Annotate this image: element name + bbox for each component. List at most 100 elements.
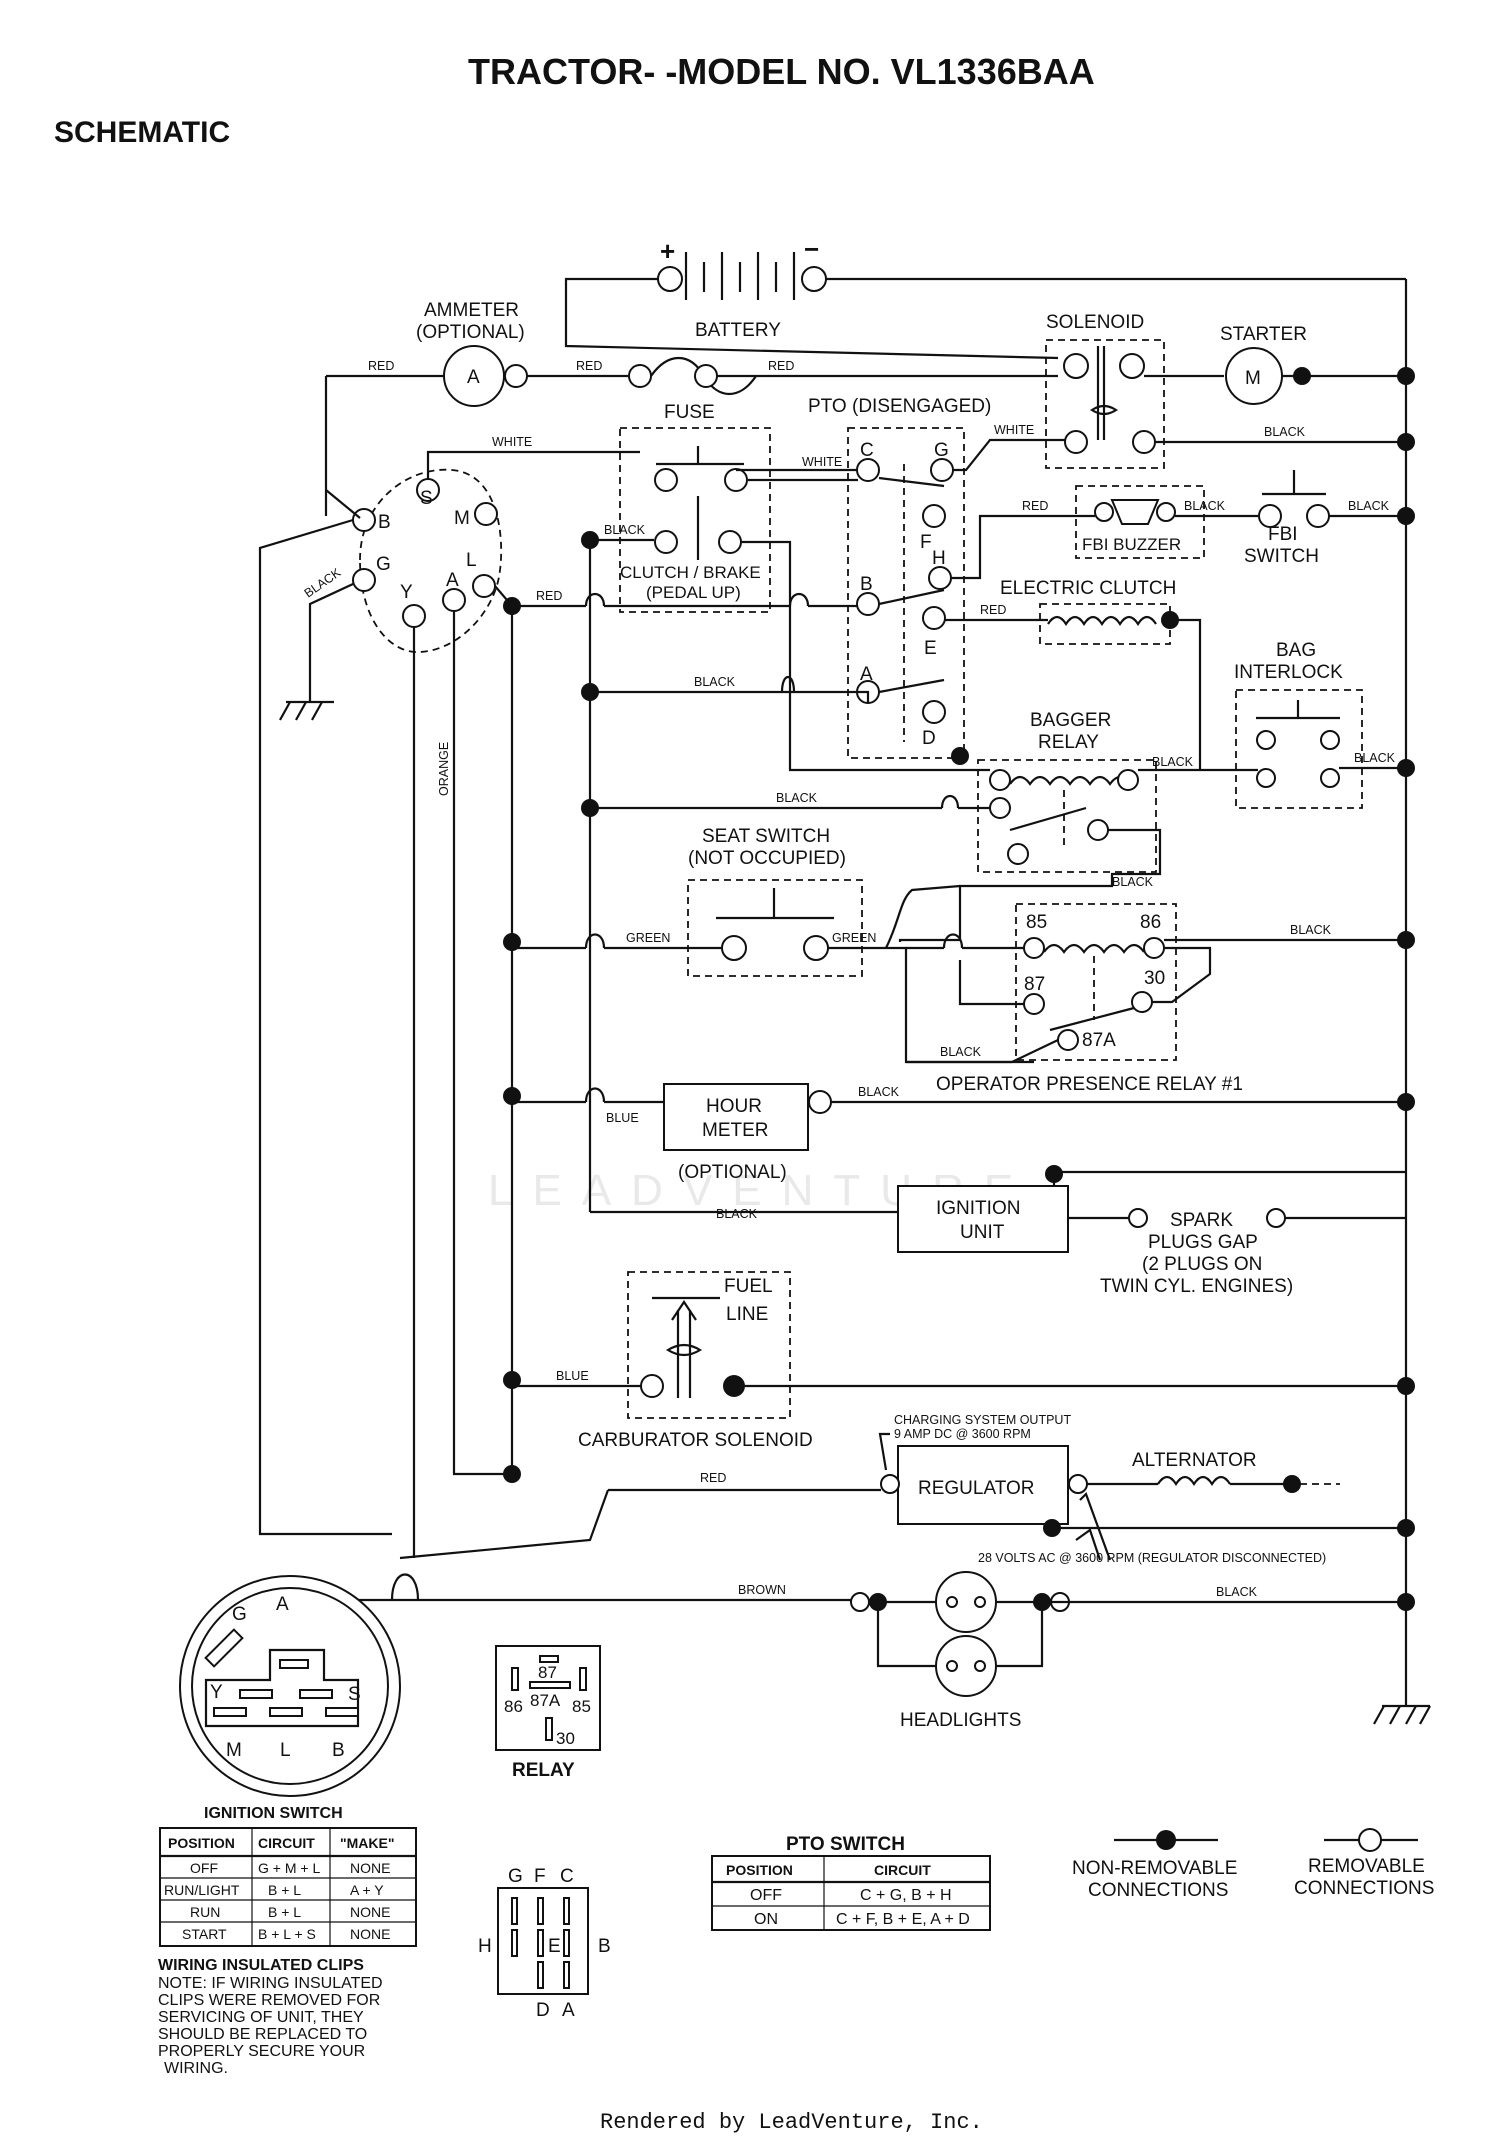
wire-label-black: BLACK (1348, 499, 1390, 513)
legend-non-removable: NON-REMOVABLE (1072, 1858, 1237, 1879)
relay-terminal-87: 87 (1024, 974, 1045, 995)
ign-face-a: A (276, 1594, 289, 1615)
note-title: WIRING INSULATED CLIPS (158, 1957, 364, 1974)
wire-label-black: BLACK (1354, 751, 1396, 765)
pto-col-circuit: CIRCUIT (874, 1862, 931, 1878)
legend-removable-2: CONNECTIONS (1294, 1878, 1434, 1899)
ammeter-label: AMMETER (424, 300, 519, 321)
operator-presence-relay: 85 86 87 30 87A (1015, 903, 1177, 1061)
fuel-line-sublabel: LINE (726, 1304, 768, 1325)
wire-label-blue: BLUE (556, 1369, 589, 1383)
ignition-table-title: IGNITION SWITCH (204, 1805, 343, 1822)
fbi-switch-sublabel: SWITCH (1244, 546, 1319, 567)
wire-label-green: GREEN (626, 931, 670, 945)
ign-face-s: S (348, 1684, 361, 1705)
alternator: ALTERNATOR (1132, 1450, 1301, 1493)
wire-label-black: BLACK (716, 1207, 758, 1221)
ign-row-circuit: B + L (268, 1904, 301, 1920)
wire-label-black: BLACK (1216, 1585, 1258, 1599)
bag-interlock: BAG INTERLOCK (1234, 640, 1363, 809)
footer-credit: Rendered by LeadVenture, Inc. (600, 2110, 983, 2135)
wire-label-blue: BLUE (606, 1111, 639, 1125)
relay-pin-86: 86 (504, 1697, 523, 1716)
alternator-label: ALTERNATOR (1132, 1450, 1257, 1471)
wire-label-black: BLACK (1112, 875, 1154, 889)
relay-pin-87: 87 (538, 1663, 557, 1682)
pto-pin-f: F (534, 1866, 546, 1887)
section-title: SCHEMATIC (54, 116, 230, 149)
ignition-unit-sublabel: UNIT (960, 1222, 1005, 1243)
pto-row-circuit: C + G, B + H (860, 1887, 952, 1904)
note-line: WIRING. (164, 2060, 228, 2077)
battery: + − BATTERY (582, 234, 1406, 341)
wire-label-black: BLACK (1152, 755, 1194, 769)
relay-pinout-diagram: 87 86 87A 85 30 RELAY (495, 1645, 601, 1781)
note-line: SERVICING OF UNIT, THEY (158, 2009, 364, 2026)
ignition-terminal-b: B (378, 512, 391, 533)
wire-label-red: RED (1022, 499, 1048, 513)
bagger-relay-label: BAGGER (1030, 710, 1111, 731)
note-line: SHOULD BE REPLACED TO (158, 2026, 367, 2043)
solenoid-label: SOLENOID (1046, 312, 1144, 333)
pto-switch-table: PTO SWITCH POSITION CIRCUIT OFF C + G, B… (711, 1834, 991, 1931)
relay-terminal-86: 86 (1140, 912, 1161, 933)
ign-col-make: "MAKE" (340, 1835, 395, 1851)
ignition-terminal-m: M (454, 508, 470, 529)
bagger-relay: BAGGER RELAY (977, 710, 1157, 873)
fuse-label: FUSE (664, 402, 715, 423)
pto-terminal-e: E (924, 638, 937, 659)
headlights-label: HEADLIGHTS (900, 1710, 1021, 1731)
battery-label: BATTERY (695, 320, 781, 341)
battery-minus: − (804, 234, 819, 264)
ign-row-make: NONE (350, 1904, 390, 1920)
wire-label-red: RED (536, 589, 562, 603)
pto-pin-a: A (562, 2000, 575, 2021)
ground-symbol-left (279, 700, 334, 721)
pto-col-position: POSITION (726, 1862, 793, 1878)
ign-face-m: M (226, 1740, 242, 1761)
clutch-brake-label: CLUTCH / BRAKE (620, 563, 761, 582)
wiring-note: WIRING INSULATED CLIPS NOTE: IF WIRING I… (158, 1957, 383, 2077)
pto-table-title: PTO SWITCH (786, 1834, 905, 1855)
wire-label-black: BLACK (1184, 499, 1226, 513)
ign-face-b: B (332, 1740, 345, 1761)
wire-label-black: BLACK (1264, 425, 1306, 439)
bag-interlock-label: BAG (1276, 640, 1316, 661)
legend-removable: REMOVABLE (1308, 1856, 1425, 1877)
note-line: CLIPS WERE REMOVED FOR (158, 1992, 380, 2009)
fbi-switch: FBI SWITCH (1244, 470, 1330, 567)
ign-row-pos: OFF (190, 1860, 218, 1876)
seat-switch-label: SEAT SWITCH (702, 826, 830, 847)
wire-label-black: BLACK (858, 1085, 900, 1099)
relay-pin-87a: 87A (530, 1691, 561, 1710)
relay-pin-30: 30 (556, 1729, 575, 1748)
wire-label-black: BLACK (1290, 923, 1332, 937)
ignition-terminal-l: L (466, 550, 477, 571)
fbi-buzzer: FBI BUZZER (1075, 485, 1205, 559)
pto-row-pos: OFF (750, 1887, 782, 1904)
ign-row-circuit: G + M + L (258, 1860, 320, 1876)
wire-label-black: BLACK (302, 565, 344, 600)
fbi-switch-label: FBI (1268, 524, 1298, 545)
ign-face-g: G (232, 1604, 247, 1625)
pto-row-pos: ON (754, 1911, 778, 1928)
ign-row-make: NONE (350, 1860, 390, 1876)
wire-label-red: RED (368, 359, 394, 373)
wire-label-orange: ORANGE (437, 742, 451, 796)
ignition-switch: S B M G L Y A (352, 468, 503, 653)
pto-pin-e: E (548, 1936, 561, 1957)
clutch-brake-switch: CLUTCH / BRAKE (PEDAL UP) (619, 427, 771, 613)
wire-label-red: RED (576, 359, 602, 373)
ammeter: A AMMETER (OPTIONAL) (324, 300, 528, 516)
ignition-unit-label: IGNITION (936, 1198, 1020, 1219)
clutch-brake-sublabel: (PEDAL UP) (646, 583, 741, 602)
pto-terminal-f: F (920, 532, 932, 553)
wire-label-black: BLACK (940, 1045, 982, 1059)
pto-terminal-b: B (860, 574, 873, 595)
ignition-switch-face: G A Y S M L B (179, 1575, 401, 1797)
ignition-unit: IGNITION UNIT (897, 1185, 1069, 1253)
pto-pin-c: C (560, 1866, 574, 1887)
ign-row-make: A + Y (350, 1882, 384, 1898)
spark-plugs-label: SPARK (1170, 1210, 1233, 1231)
